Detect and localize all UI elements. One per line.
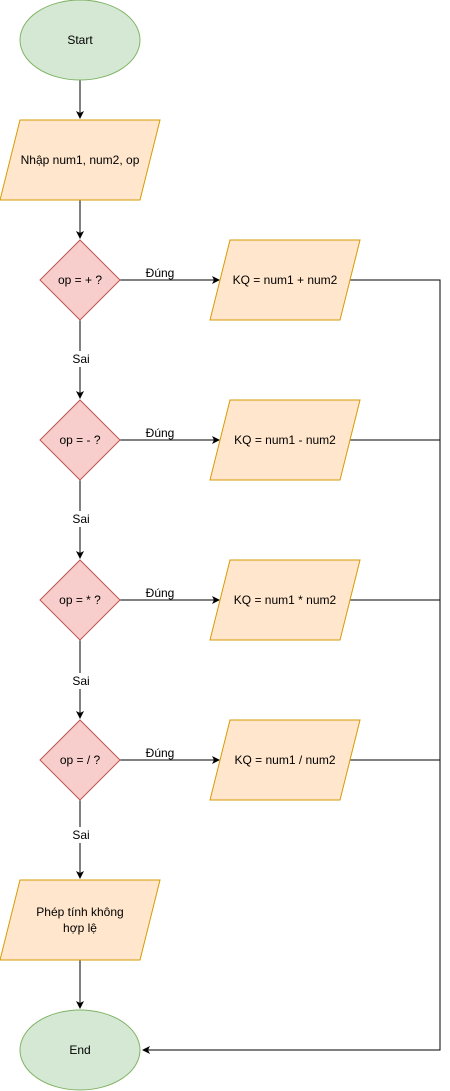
label-yes-add: Đúng [146,266,175,280]
edge-outputs-end [142,279,441,1054]
end-node: End [19,1009,141,1091]
output-div-label: KQ = num1 / num2 [234,753,335,767]
output-sub: KQ = num1 - num2 [209,399,361,481]
output-mul: KQ = num1 * num2 [209,559,361,641]
label-no-add-text: Sai [72,352,89,366]
invalid-label-line1: Phép tính không [36,905,123,919]
input-label: Nhập num1, num2, op [21,153,140,167]
output-div: KQ = num1 / num2 [209,719,361,801]
label-no-add: Sai [70,351,92,367]
output-add: KQ = num1 + num2 [209,239,361,321]
output-sub-label: KQ = num1 - num2 [234,433,336,447]
decision-mul: op = * ? [39,559,121,641]
connectors [76,80,441,1054]
decision-sub-label: op = - ? [59,433,100,447]
output-mul-label: KQ = num1 * num2 [234,593,337,607]
input-node: Nhập num1, num2, op [0,119,161,201]
label-yes-mul: Đúng [146,586,175,600]
decision-sub: op = - ? [39,399,121,481]
start-node: Start [19,0,141,81]
decision-add-label: op = + ? [58,273,102,287]
label-no-div-text: Sai [72,828,89,842]
decision-add: op = + ? [39,239,121,321]
invalid-node: Phép tính không hợp lệ [0,879,161,961]
decision-div-label: op = / ? [60,753,101,767]
decision-mul-label: op = * ? [59,593,101,607]
decision-div: op = / ? [39,719,121,801]
invalid-label-line2: hợp lệ [63,921,97,935]
label-no-mul: Sai [70,673,92,689]
label-yes-div: Đúng [146,746,175,760]
label-no-div: Sai [70,827,92,843]
end-label: End [69,1043,90,1057]
start-label: Start [67,33,93,47]
label-no-mul-text: Sai [72,674,89,688]
label-yes-sub: Đúng [146,426,175,440]
label-no-sub-text: Sai [72,512,89,526]
output-add-label: KQ = num1 + num2 [233,273,338,287]
label-no-sub: Sai [70,511,92,527]
